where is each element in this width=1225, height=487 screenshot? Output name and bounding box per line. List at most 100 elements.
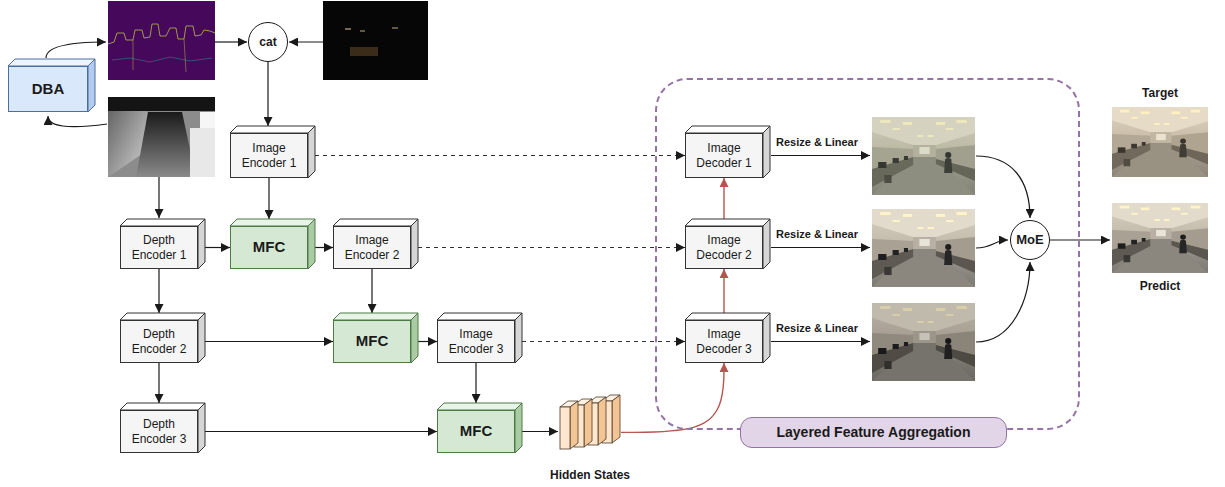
- photo-panel: [1112, 107, 1208, 177]
- image-caption: Predict: [1140, 279, 1181, 294]
- process-box: Image Encoder 2: [333, 226, 411, 269]
- output-image: [872, 117, 975, 195]
- box-side-face: [411, 313, 418, 363]
- box-side-face: [763, 126, 770, 178]
- slab-side: [570, 401, 578, 449]
- box-top-face: [230, 219, 315, 226]
- flow-connector: [205, 247, 230, 248]
- box-label: Image Decoder 3: [691, 327, 757, 357]
- box-side-face: [308, 219, 315, 269]
- stack-shape: [545, 391, 635, 453]
- flow-arrow: [215, 41, 247, 42]
- flow-connector: [1050, 239, 1110, 240]
- group-title: Layered Feature Aggregation: [740, 417, 1007, 448]
- box-label: Image Encoder 1: [236, 141, 302, 171]
- box-top-face: [120, 313, 205, 320]
- low-light-spot: [392, 27, 398, 29]
- box-label: Depth Encoder 1: [126, 233, 192, 263]
- flow-connector: [475, 363, 476, 403]
- output-image: [872, 303, 975, 381]
- photo-image: [1112, 107, 1208, 177]
- step-label: Resize & Linear: [775, 322, 859, 335]
- process-box: Depth Encoder 3: [120, 410, 198, 453]
- step-label: Resize & Linear: [775, 136, 859, 149]
- box-side-face: [308, 126, 315, 178]
- image-panel: Predict: [1110, 203, 1210, 303]
- operator-circle: MoE: [1010, 220, 1050, 260]
- box-top-face: [333, 219, 418, 226]
- flow-arrow: [158, 177, 159, 218]
- process-box: MFC: [437, 410, 515, 453]
- slab-side: [612, 395, 620, 443]
- image-tint: [872, 117, 975, 195]
- process-box: Depth Encoder 2: [120, 320, 198, 363]
- box-label: DBA: [32, 80, 65, 99]
- box-label: Depth Encoder 2: [126, 327, 192, 357]
- flow-arrow: [771, 247, 870, 248]
- process-box: DBA: [8, 66, 88, 112]
- box-label: MFC: [460, 422, 493, 441]
- box-top-face: [8, 59, 95, 66]
- process-box: Depth Encoder 1: [120, 226, 198, 269]
- skip-connection: [418, 247, 685, 248]
- flow-arrow: [46, 42, 106, 58]
- box-top-face: [230, 126, 315, 133]
- box-side-face: [198, 313, 205, 363]
- flow-arrow: [976, 262, 1030, 342]
- box-label: Image Decoder 2: [691, 233, 757, 263]
- box-label: MFC: [356, 332, 389, 351]
- flow-arrow: [289, 41, 323, 42]
- process-box: Image Decoder 3: [685, 320, 763, 363]
- process-box: Image Encoder 3: [437, 320, 515, 363]
- photo-image: [1112, 203, 1208, 273]
- process-box: Image Decoder 1: [685, 133, 763, 178]
- edge-map-image: [108, 1, 215, 80]
- photo-panel: [1112, 203, 1208, 273]
- box-top-face: [120, 403, 205, 410]
- flow-connector: [723, 269, 724, 313]
- depth-map-near: [200, 112, 215, 128]
- flow-connector: [723, 178, 724, 219]
- image-tint: [1112, 107, 1208, 177]
- box-top-face: [120, 219, 205, 226]
- flow-connector: [268, 178, 269, 219]
- skip-connection: [315, 155, 685, 156]
- process-box: Image Encoder 1: [230, 133, 308, 178]
- operator-label: MoE: [1016, 232, 1043, 248]
- box-label: Image Encoder 2: [339, 233, 405, 263]
- process-box: MFC: [333, 320, 411, 363]
- box-label: Image Decoder 1: [691, 141, 757, 171]
- edge-map-lines: [184, 39, 186, 72]
- flow-arrow: [771, 155, 870, 156]
- flow-connector: [371, 269, 372, 313]
- operator-label: cat: [259, 35, 276, 50]
- low-light-spot: [350, 47, 378, 56]
- flow-arrow: [771, 341, 870, 342]
- connector-layer: [159, 62, 1110, 432]
- process-box: MFC: [230, 226, 308, 269]
- box-top-face: [437, 313, 522, 320]
- flow-connector: [522, 431, 558, 432]
- flow-arrow: [976, 240, 1008, 248]
- flow-connector: [315, 247, 333, 248]
- image-panel: Target: [1110, 86, 1210, 184]
- flow-connector: [205, 431, 437, 432]
- slab-front: [560, 407, 570, 449]
- flow-arrow: [976, 156, 1030, 218]
- edge-map-lines: [112, 57, 212, 62]
- box-top-face: [685, 313, 770, 320]
- image-caption: Target: [1142, 86, 1178, 101]
- stack-caption: Hidden States: [550, 468, 630, 483]
- box-side-face: [88, 59, 95, 112]
- box-top-face: [437, 403, 522, 410]
- box-label: Depth Encoder 3: [126, 417, 192, 447]
- image-tint: [872, 303, 975, 381]
- group-region: Layered Feature AggregationImage Decoder…: [655, 78, 1080, 430]
- operator-circle: cat: [248, 22, 288, 62]
- depth-map-corridor: [136, 112, 196, 177]
- box-label: MFC: [253, 238, 286, 257]
- box-top-face: [685, 126, 770, 133]
- low-light-image: [323, 1, 428, 80]
- depth-map-far: [108, 97, 215, 111]
